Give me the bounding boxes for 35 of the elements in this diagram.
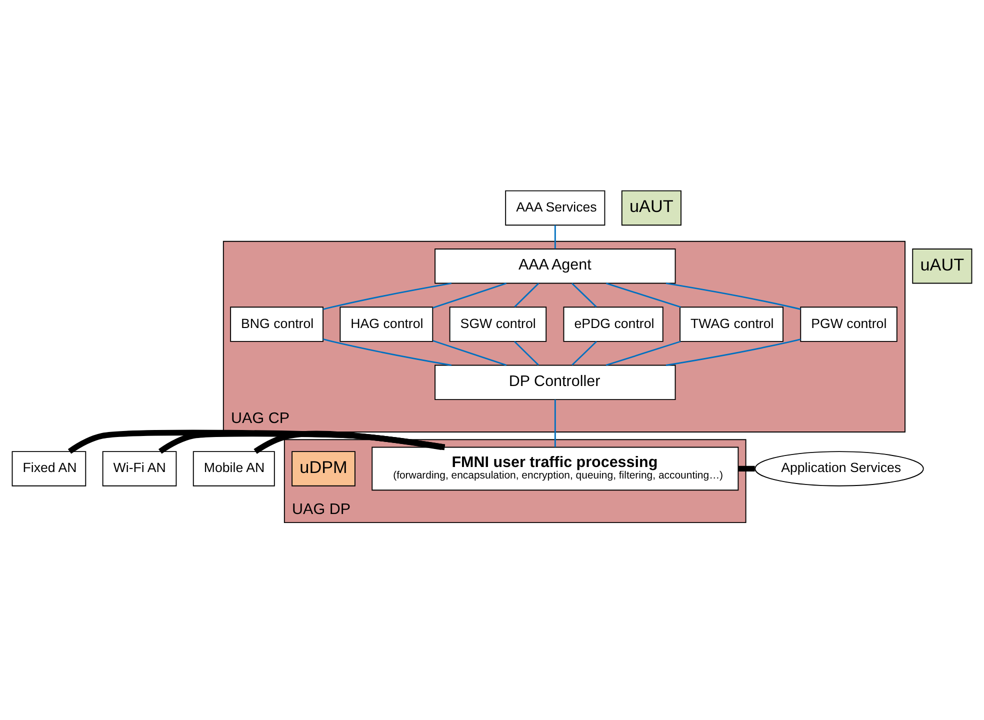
node-box: BNG control	[230, 306, 324, 342]
connector	[666, 338, 801, 366]
node-box: uAUT	[912, 248, 972, 284]
node-box: TWAG control	[680, 306, 784, 342]
node-box: Mobile AN	[192, 450, 275, 486]
connector	[514, 282, 540, 307]
node-box: AAA Agent	[434, 248, 676, 284]
node-ellipse: Application Services	[754, 450, 924, 486]
node-box: uDPM	[292, 450, 356, 486]
node-box: ePDG control	[563, 306, 664, 342]
connector	[322, 282, 452, 310]
node-box: PGW control	[800, 306, 898, 342]
connector	[432, 282, 507, 308]
node-box: HAG control	[340, 306, 434, 342]
connector	[606, 282, 681, 308]
connector	[571, 282, 597, 307]
connector	[158, 430, 446, 454]
connector	[572, 340, 597, 366]
connector	[606, 340, 681, 366]
connector	[68, 429, 446, 454]
connector	[666, 282, 801, 310]
node-box: Fixed AN	[12, 450, 86, 486]
node-box: DP Controller	[434, 364, 676, 400]
connector	[514, 340, 539, 366]
connector	[432, 340, 507, 366]
node-box: Wi-Fi AN	[102, 450, 177, 486]
node-box: uAUT	[621, 190, 682, 226]
connector	[254, 430, 442, 454]
node-box: FMNI user traffic processing (forwarding, encapsulation, encryption, queuing, filtering, accounting…)	[372, 446, 739, 490]
connector	[738, 465, 755, 472]
connector	[322, 338, 452, 366]
connector	[554, 224, 556, 248]
node-box: AAA Services	[505, 190, 606, 226]
connector	[554, 399, 556, 447]
node-box: SGW control	[449, 306, 547, 342]
